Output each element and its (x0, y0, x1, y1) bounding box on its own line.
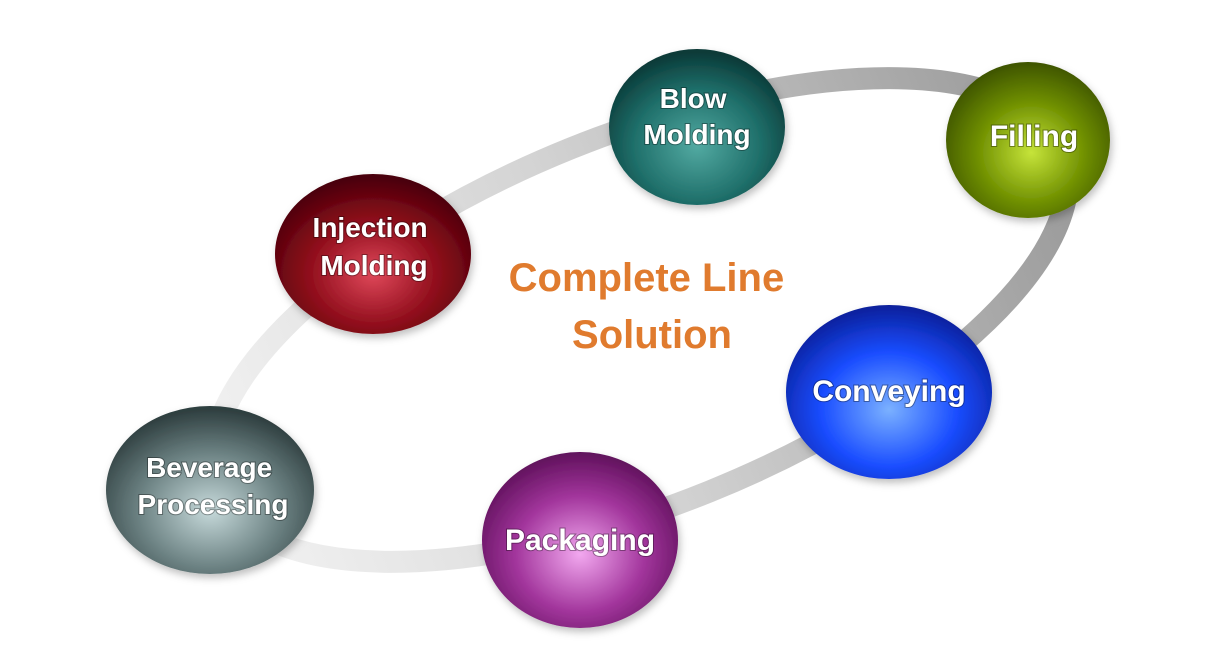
node-packaging: Packaging (482, 452, 678, 628)
node-beverage-processing-label: Beverage Processing (138, 452, 289, 520)
node-injection-molding: Injection Molding (275, 174, 471, 334)
node-conveying-line1: Conveying (812, 375, 965, 408)
node-conveying-label: Conveying (812, 375, 965, 408)
node-conveying: Conveying (786, 305, 992, 479)
node-filling: Filling (946, 62, 1110, 218)
node-packaging-line1: Packaging (505, 524, 655, 557)
node-beverage-processing-line2: Processing (138, 489, 289, 520)
node-blow-molding: Blow Molding (609, 49, 785, 205)
node-blow-molding-line1: Blow (660, 83, 727, 114)
node-injection-molding-line2: Molding (320, 250, 427, 281)
node-blow-molding-label: Blow Molding (643, 83, 750, 150)
node-packaging-label: Packaging (505, 524, 655, 557)
node-injection-molding-line1: Injection (313, 212, 428, 243)
node-injection-molding-label: Injection Molding (313, 212, 436, 281)
node-filling-line1: Filling (990, 120, 1078, 153)
center-title-line2: Solution (572, 313, 732, 357)
node-beverage-processing-line1: Beverage (146, 452, 272, 483)
node-filling-label: Filling (990, 120, 1078, 153)
node-beverage-processing: Beverage Processing (106, 406, 314, 574)
center-title: Complete Line Solution (509, 256, 796, 357)
node-blow-molding-line2: Molding (643, 119, 750, 150)
center-title-line1: Complete Line (509, 256, 785, 300)
